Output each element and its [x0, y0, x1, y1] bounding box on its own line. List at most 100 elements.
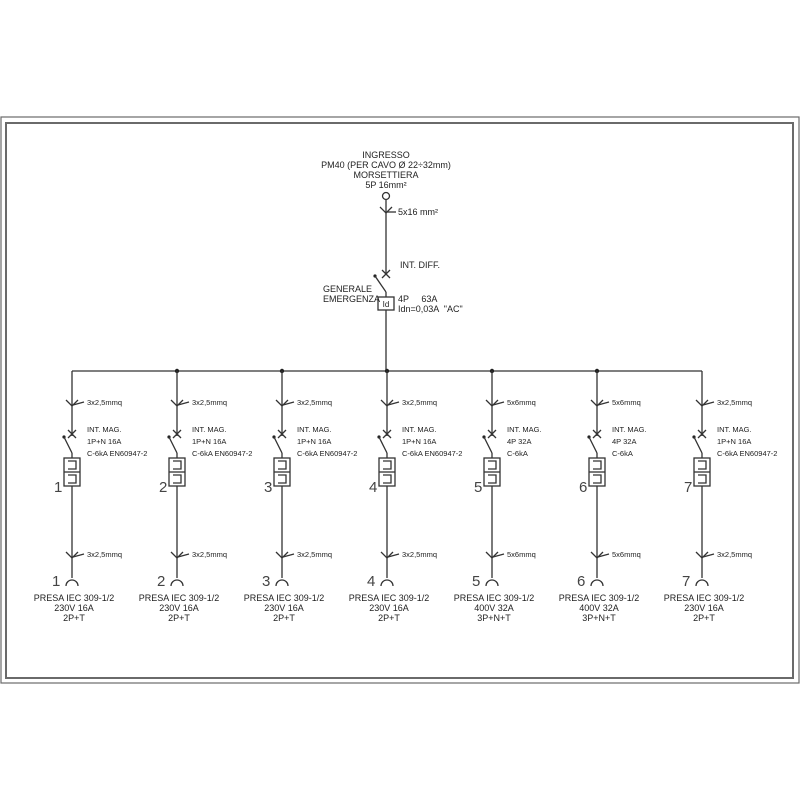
socket-voltage-label: 230V 16A — [264, 603, 304, 613]
breaker-curve-label: C-6kA EN60947-2 — [87, 449, 147, 458]
socket-poles-label: 2P+T — [693, 613, 715, 623]
cable-marker-icon — [485, 551, 505, 559]
outer-frame — [0, 116, 800, 684]
breaker-type-label: INT. MAG. — [507, 425, 542, 434]
breaker-type-label: INT. MAG. — [402, 425, 437, 434]
main-breaker-spec-2: Idn=0,03A "AC" — [398, 304, 463, 314]
socket-number: 7 — [682, 573, 690, 590]
main-breaker-name-1: GENERALE — [323, 284, 372, 294]
socket-outlet-icon — [380, 579, 394, 587]
socket-number: 6 — [577, 573, 585, 590]
socket-type-label: PRESA IEC 309-1/2 — [559, 593, 640, 603]
breaker-curve-label: C-6kA — [507, 449, 528, 458]
socket-poles-label: 2P+T — [273, 613, 295, 623]
cable-in-label: 5x6mmq — [507, 398, 536, 407]
socket-outlet-icon — [65, 579, 79, 587]
breaker-type-label: INT. MAG. — [297, 425, 332, 434]
cable-marker-icon — [695, 399, 715, 407]
breaker-curve-label: C-6kA EN60947-2 — [717, 449, 777, 458]
cable-out-label: 5x6mmq — [612, 550, 641, 559]
incoming-supply-label: INGRESSO PM40 (PER CAVO Ø 22÷32mm) MORSE… — [321, 150, 451, 190]
socket-poles-label: 3P+N+T — [582, 613, 616, 623]
breaker-rating-label: 1P+N 16A — [402, 437, 436, 446]
cable-marker-icon — [170, 551, 190, 559]
socket-outlet-icon — [170, 579, 184, 587]
breaker-number: 7 — [684, 479, 692, 496]
mcb-breaker-symbol — [587, 429, 606, 487]
cable-marker-icon — [590, 399, 610, 407]
mcb-breaker-symbol — [62, 429, 81, 487]
cable-in-label: 3x2,5mmq — [402, 398, 437, 407]
breaker-number: 2 — [159, 479, 167, 496]
breaker-number: 4 — [369, 479, 377, 496]
socket-type-label: PRESA IEC 309-1/2 — [139, 593, 220, 603]
socket-type-label: PRESA IEC 309-1/2 — [244, 593, 325, 603]
breaker-number: 1 — [54, 479, 62, 496]
socket-voltage-label: 230V 16A — [369, 603, 409, 613]
header-line-2: PM40 (PER CAVO Ø 22÷32mm) — [321, 160, 451, 170]
cable-out-label: 3x2,5mmq — [192, 550, 227, 559]
breaker-rating-label: 1P+N 16A — [717, 437, 751, 446]
breaker-type-label: INT. MAG. — [612, 425, 647, 434]
socket-number: 4 — [367, 573, 375, 590]
cable-marker-icon — [379, 206, 396, 214]
cable-out-label: 3x2,5mmq — [717, 550, 752, 559]
socket-voltage-label: 230V 16A — [159, 603, 199, 613]
cable-in-label: 3x2,5mmq — [87, 398, 122, 407]
breaker-rating-label: 1P+N 16A — [192, 437, 226, 446]
cable-in-label: 5x6mmq — [612, 398, 641, 407]
socket-poles-label: 2P+T — [378, 613, 400, 623]
socket-poles-label: 2P+T — [168, 613, 190, 623]
breaker-number: 6 — [579, 479, 587, 496]
cable-out-label: 3x2,5mmq — [297, 550, 332, 559]
cable-marker-icon — [170, 399, 190, 407]
mcb-breaker-symbol — [692, 429, 711, 487]
mcb-breaker-symbol — [272, 429, 291, 487]
header-line-1: INGRESSO — [362, 150, 410, 160]
cable-out-label: 5x6mmq — [507, 550, 536, 559]
breaker-type-label: INT. MAG. — [192, 425, 227, 434]
socket-type-label: PRESA IEC 309-1/2 — [34, 593, 115, 603]
breaker-type-label: INT. MAG. — [87, 425, 122, 434]
cable-marker-icon — [695, 551, 715, 559]
main-rcd-breaker-symbol — [373, 269, 395, 371]
main-breaker-type: INT. DIFF. — [400, 260, 440, 270]
cable-marker-icon — [65, 551, 85, 559]
breaker-curve-label: C-6kA EN60947-2 — [402, 449, 462, 458]
socket-outlet-icon — [590, 579, 604, 587]
cable-marker-icon — [65, 399, 85, 407]
socket-voltage-label: 230V 16A — [54, 603, 94, 613]
socket-outlet-icon — [275, 579, 289, 587]
socket-poles-label: 2P+T — [63, 613, 85, 623]
breaker-curve-label: C-6kA — [612, 449, 633, 458]
terminal-circle-icon — [381, 191, 391, 201]
breaker-rating-label: 4P 32A — [612, 437, 636, 446]
rcd-id-label: Id — [383, 300, 390, 309]
socket-number: 5 — [472, 573, 480, 590]
cable-marker-icon — [590, 551, 610, 559]
breaker-rating-label: 1P+N 16A — [87, 437, 121, 446]
cable-marker-icon — [275, 399, 295, 407]
cable-in-label: 3x2,5mmq — [192, 398, 227, 407]
mcb-breaker-symbol — [377, 429, 396, 487]
socket-type-label: PRESA IEC 309-1/2 — [664, 593, 745, 603]
socket-voltage-label: 230V 16A — [684, 603, 724, 613]
socket-poles-label: 3P+N+T — [477, 613, 511, 623]
inner-frame — [5, 122, 794, 679]
cable-in-label: 3x2,5mmq — [297, 398, 332, 407]
cable-marker-icon — [485, 399, 505, 407]
main-breaker-name-2: EMERGENZA — [323, 294, 380, 304]
socket-voltage-label: 400V 32A — [474, 603, 514, 613]
breaker-curve-label: C-6kA EN60947-2 — [192, 449, 252, 458]
breaker-number: 5 — [474, 479, 482, 496]
socket-outlet-icon — [485, 579, 499, 587]
cable-marker-icon — [275, 551, 295, 559]
socket-outlet-icon — [695, 579, 709, 587]
